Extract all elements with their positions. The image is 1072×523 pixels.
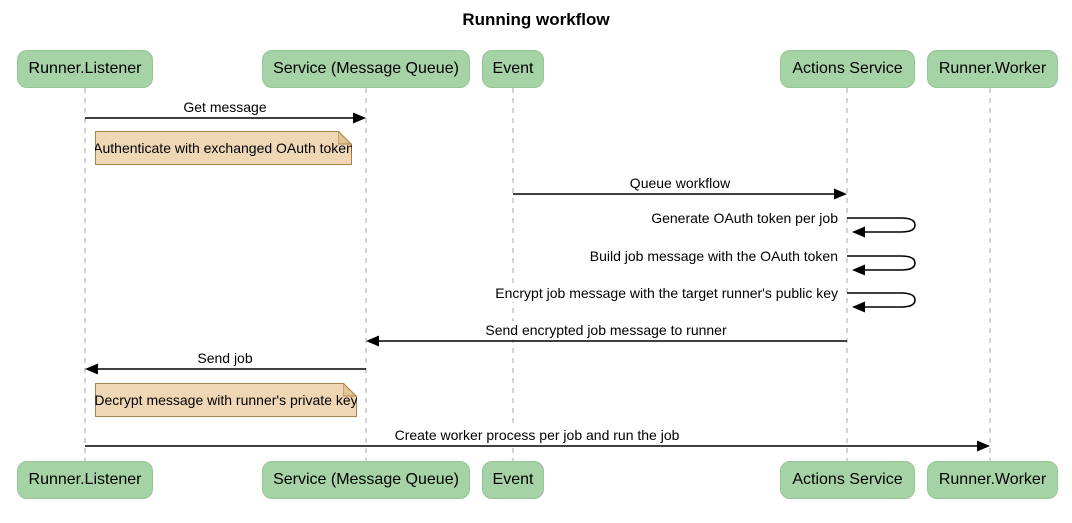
participant-label: Event [492,471,534,488]
participant-label: Service (Message Queue) [273,60,459,77]
participant-label: Actions Service [792,471,903,488]
participant-label: Runner.Listener [28,471,142,488]
note-fold-icon [343,383,357,397]
participant-label: Runner.Worker [938,60,1047,77]
participant-bottom-actions-service: Actions Service [780,461,915,499]
message-label-generate-oauth-token: Generate OAuth token per job [648,209,841,227]
selfloop-encrypt-job-message [847,292,916,308]
participant-bottom-event: Event [482,461,544,499]
arrowhead-build-job-message [852,264,865,276]
participant-top-service-message-queue: Service (Message Queue) [262,50,470,88]
participant-top-event: Event [482,50,544,88]
note-text: Authenticate with exchanged OAuth token [93,140,354,156]
arrowhead-get-message [353,112,366,124]
arrowhead-generate-oauth-token [852,226,865,238]
participant-top-runner-worker: Runner.Worker [927,50,1058,88]
participant-bottom-runner-worker: Runner.Worker [927,461,1058,499]
arrowhead-send-encrypted-job-message [366,335,379,347]
message-label-send-job: Send job [194,349,256,367]
message-label-send-encrypted-job: Send encrypted job message to runner [482,321,730,339]
participant-label: Runner.Listener [28,60,142,77]
note-decrypt-private-key: Decrypt message with runner's private ke… [95,383,357,417]
participant-label: Service (Message Queue) [273,471,459,488]
diagram-title: Running workflow [462,10,610,29]
participant-bottom-service-message-queue: Service (Message Queue) [262,461,470,499]
arrowhead-queue-workflow [834,188,847,200]
participant-bottom-runner-listener: Runner.Listener [17,461,153,499]
note-authenticate-oauth: Authenticate with exchanged OAuth token [95,131,352,165]
participant-label: Event [492,60,534,77]
arrowhead-create-worker-process [977,440,990,452]
note-text: Decrypt message with runner's private ke… [94,392,358,408]
note-fold-icon [338,131,352,145]
participant-top-actions-service: Actions Service [780,50,915,88]
arrowhead-encrypt-job-message [852,301,865,313]
participant-top-runner-listener: Runner.Listener [17,50,153,88]
participant-label: Runner.Worker [938,471,1047,488]
selfloop-generate-oauth-token [847,217,916,233]
message-label-get-message: Get message [180,98,270,116]
message-label-create-worker-process: Create worker process per job and run th… [391,426,683,444]
message-label-build-job-message: Build job message with the OAuth token [586,247,841,265]
participant-label: Actions Service [792,60,903,77]
selfloop-build-job-message [847,255,916,271]
message-label-encrypt-job-message: Encrypt job message with the target runn… [492,284,841,302]
message-label-queue-workflow: Queue workflow [626,174,734,192]
arrowhead-send-job [85,363,98,375]
